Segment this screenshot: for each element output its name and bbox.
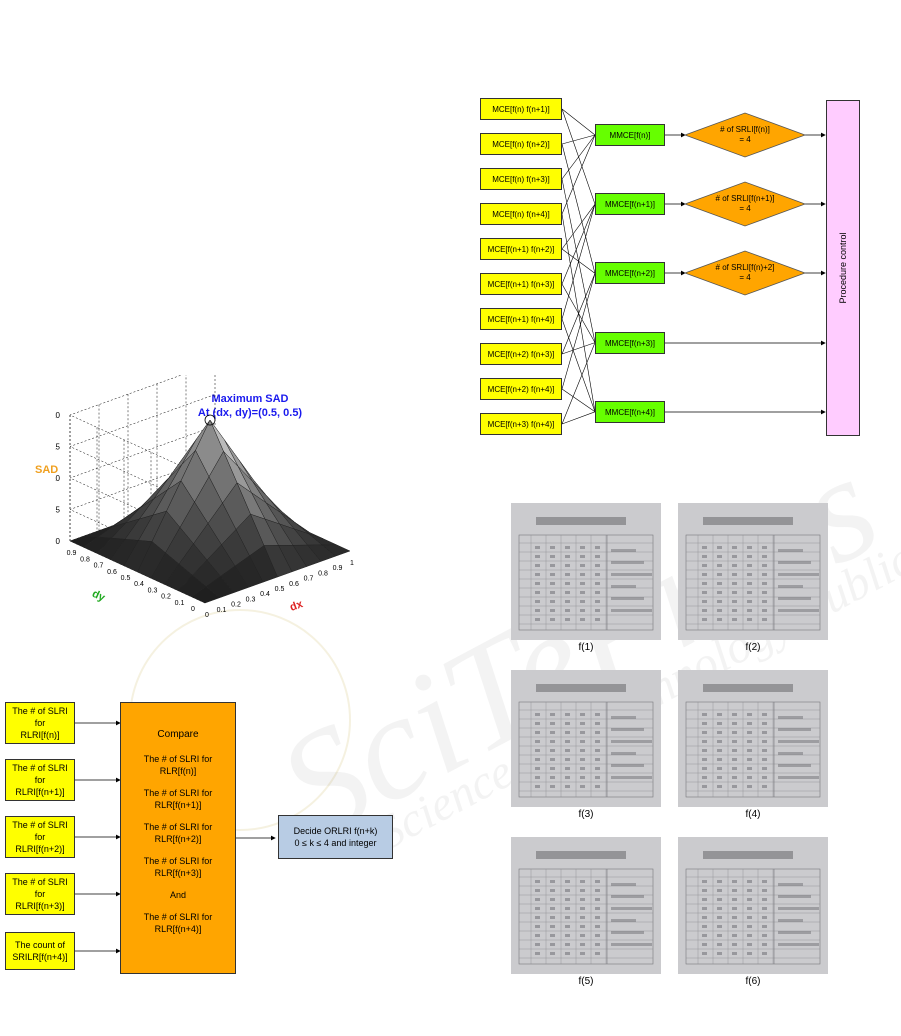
- photo-caption: f(3): [578, 809, 594, 820]
- svg-text:0.5: 0.5: [275, 586, 285, 593]
- svg-text:0.3: 0.3: [246, 596, 256, 603]
- svg-text:0.8: 0.8: [80, 556, 90, 563]
- mmce-box: MMCE[f(n+3)]: [595, 332, 665, 354]
- photo-caption: f(6): [745, 976, 761, 987]
- document-photo: [511, 837, 661, 974]
- svg-text:0: 0: [205, 612, 209, 619]
- svg-text:1: 1: [350, 560, 354, 567]
- mce-box: MCE[f(n+2) f(n+3)]: [480, 343, 562, 365]
- svg-text:0.7: 0.7: [94, 563, 104, 570]
- diamond-condition: # of SRLI[f(n+1)]= 4: [715, 194, 775, 213]
- mce-box: MCE[f(n+1) f(n+2)]: [480, 238, 562, 260]
- photo-caption: f(5): [578, 976, 594, 987]
- svg-text:0.8: 0.8: [318, 570, 328, 577]
- mce-box: MCE[f(n+3) f(n+4)]: [480, 413, 562, 435]
- mmce-box: MMCE[f(n+1)]: [595, 193, 665, 215]
- procedure-control-box: Procedure control: [826, 100, 860, 436]
- document-photo: [678, 503, 828, 640]
- diamond-condition: # of SRLI[f(n)+2]= 4: [715, 263, 775, 282]
- svg-text:0.6: 0.6: [107, 569, 117, 576]
- svg-text:0.2: 0.2: [231, 602, 241, 609]
- document-photo: [678, 837, 828, 974]
- svg-text:5: 5: [56, 506, 61, 515]
- procedure-control-label: Procedure control: [838, 232, 848, 304]
- svg-text:0.7: 0.7: [304, 576, 314, 583]
- decide-box: Decide ORLRI f(n+k) 0 ≤ k ≤ 4 and intege…: [278, 815, 393, 859]
- document-texture: [511, 503, 661, 640]
- mmce-box: MMCE[f(n+2)]: [595, 262, 665, 284]
- svg-text:10: 10: [55, 474, 61, 483]
- z-axis-label: SAD: [35, 464, 59, 476]
- mce-box: MCE[f(n) f(n+1)]: [480, 98, 562, 120]
- max-sad-annotation: Maximum SAD At (dx, dy)=(0.5, 0.5): [197, 393, 303, 419]
- document-photo: [511, 670, 661, 807]
- svg-text:0.1: 0.1: [175, 600, 185, 607]
- mce-box: MCE[f(n+1) f(n+4)]: [480, 308, 562, 330]
- mce-box: MCE[f(n) f(n+3)]: [480, 168, 562, 190]
- document-photo: [511, 503, 661, 640]
- mce-box: MCE[f(n) f(n+2)]: [480, 133, 562, 155]
- flow-diagram-lines: [561, 108, 826, 425]
- svg-text:0.9: 0.9: [67, 550, 77, 557]
- svg-text:20: 20: [55, 411, 61, 420]
- compare-title: Compare: [157, 729, 199, 740]
- document-texture: [511, 837, 661, 974]
- svg-text:0: 0: [191, 606, 195, 613]
- mce-box: MCE[f(n) f(n+4)]: [480, 203, 562, 225]
- svg-text:0.5: 0.5: [121, 575, 131, 582]
- mmce-box: MMCE[f(n+4)]: [595, 401, 665, 423]
- svg-text:15: 15: [55, 443, 61, 452]
- document-texture: [511, 670, 661, 807]
- document-texture: [678, 837, 828, 974]
- document-texture: [678, 503, 828, 640]
- photo-caption: f(1): [578, 642, 594, 653]
- svg-text:0.4: 0.4: [260, 591, 270, 598]
- document-photo: [678, 670, 828, 807]
- surface-plot-canvas: 0510152000.10.20.30.40.50.60.70.80.910.9…: [55, 375, 354, 619]
- svg-text:0: 0: [56, 537, 61, 546]
- svg-text:0.2: 0.2: [161, 594, 171, 601]
- mce-box: MCE[f(n+1) f(n+3)]: [480, 273, 562, 295]
- svg-text:0.6: 0.6: [289, 581, 299, 588]
- svg-text:0.1: 0.1: [217, 607, 227, 614]
- diamond-condition: # of SRLI[f(n)]= 4: [720, 125, 770, 144]
- photo-caption: f(2): [745, 642, 761, 653]
- document-texture: [678, 670, 828, 807]
- mce-box: MCE[f(n+2) f(n+4)]: [480, 378, 562, 400]
- svg-text:0.9: 0.9: [333, 565, 343, 572]
- svg-text:0.4: 0.4: [134, 581, 144, 588]
- compare-arrows: [75, 720, 276, 954]
- svg-text:0.3: 0.3: [148, 587, 158, 594]
- photo-caption: f(4): [745, 809, 761, 820]
- mmce-box: MMCE[f(n)]: [595, 124, 665, 146]
